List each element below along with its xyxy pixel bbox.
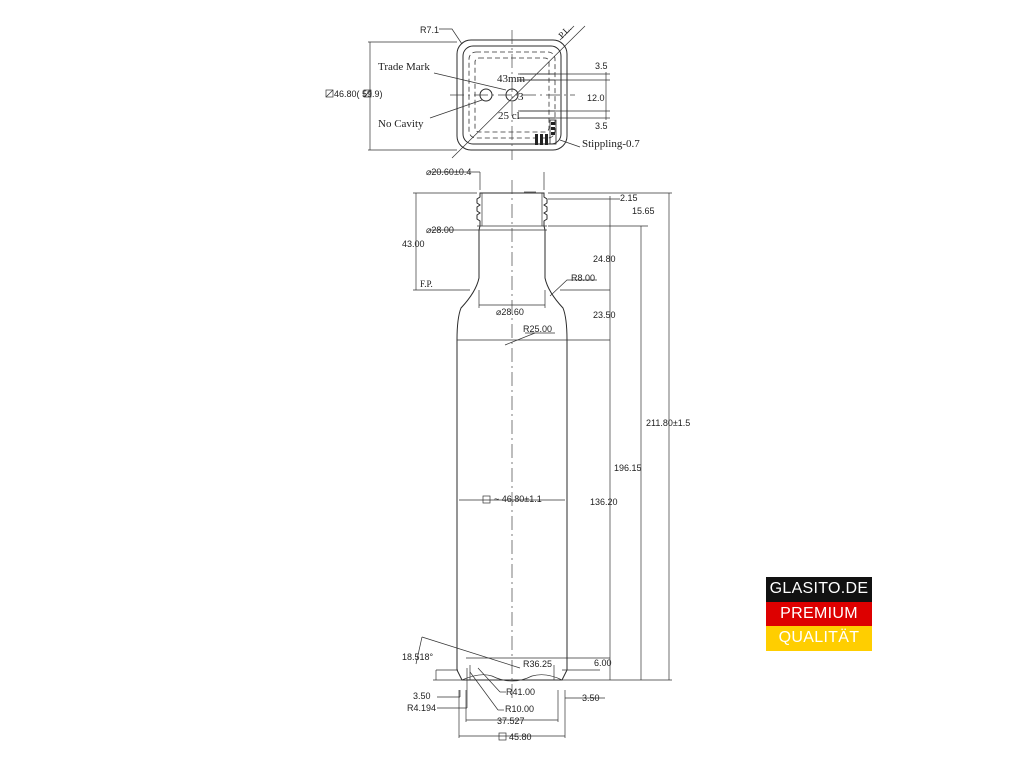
radius-4-194: R4.194 — [407, 703, 436, 713]
base-square-size: 45.80 — [509, 732, 532, 742]
dim-3-50-right: 3.50 — [582, 693, 600, 703]
top-r-corner: R7.1 — [420, 25, 439, 35]
trade-mark-label: Trade Mark — [378, 61, 430, 73]
shoulder-dia: ⌀28.60 — [496, 307, 524, 317]
fill-point-label: F.P. — [420, 279, 433, 289]
neck-dia: ⌀28.00 — [426, 225, 454, 235]
stippling-label: Stippling-0.7 — [582, 138, 640, 150]
top-square-size: 46.80( 59.9) — [334, 89, 383, 99]
dim-24-80: 24.80 — [593, 254, 616, 264]
body-square-size: ~ 46.80±1.1 — [494, 494, 542, 504]
radius-41: R41.00 — [506, 687, 535, 697]
dim-3-50-left: 3.50 — [413, 691, 431, 701]
stippling-mark — [535, 119, 557, 145]
embossed-number-3: 3 — [518, 91, 524, 103]
badge-quality: QUALITÄT — [766, 626, 872, 651]
top-view: R7.1 P.L. Trade Mark No Cavity 43mm 3 25… — [325, 23, 640, 160]
dim-12-0: 12.0 — [587, 93, 605, 103]
badge-brand: GLASITO.DE — [766, 577, 872, 602]
dim-43-00: 43.00 — [402, 239, 425, 249]
no-cavity-label: No Cavity — [378, 118, 424, 130]
overall-height: 211.80±1.5 — [646, 418, 690, 428]
radius-8: R8.00 — [571, 273, 595, 283]
radius-10: R10.00 — [505, 704, 534, 714]
side-view: ⌀20.60±0.4 2.15 15.65 ⌀28.00 43.00 24.80… — [402, 167, 690, 742]
dim-196-15: 196.15 — [614, 463, 642, 473]
glasito-badge: GLASITO.DE PREMIUM QUALITÄT — [766, 577, 872, 651]
radius-25: R25.00 — [523, 324, 552, 334]
badge-premium: PREMIUM — [766, 601, 872, 627]
dim-3-5-top: 3.5 — [595, 61, 608, 71]
dim-6-00: 6.00 — [594, 658, 612, 668]
radius-36-25: R36.25 — [523, 659, 552, 669]
shoulder-angle: 18.518° — [402, 652, 434, 662]
parting-line-label: P.L. — [556, 23, 573, 40]
neck-finish-dia: ⌀20.60±0.4 — [426, 167, 471, 177]
dim-136-20: 136.20 — [590, 497, 618, 507]
dim-23-50: 23.50 — [593, 310, 616, 320]
embossed-volume-text: 25 cl — [498, 110, 520, 122]
dim-3-5-bottom: 3.5 — [595, 121, 608, 131]
dim-37-527: 37.527 — [497, 716, 525, 726]
dim-15-65: 15.65 — [632, 206, 655, 216]
embossed-size-text: 43mm — [497, 73, 526, 85]
dim-2-15: 2.15 — [620, 193, 638, 203]
